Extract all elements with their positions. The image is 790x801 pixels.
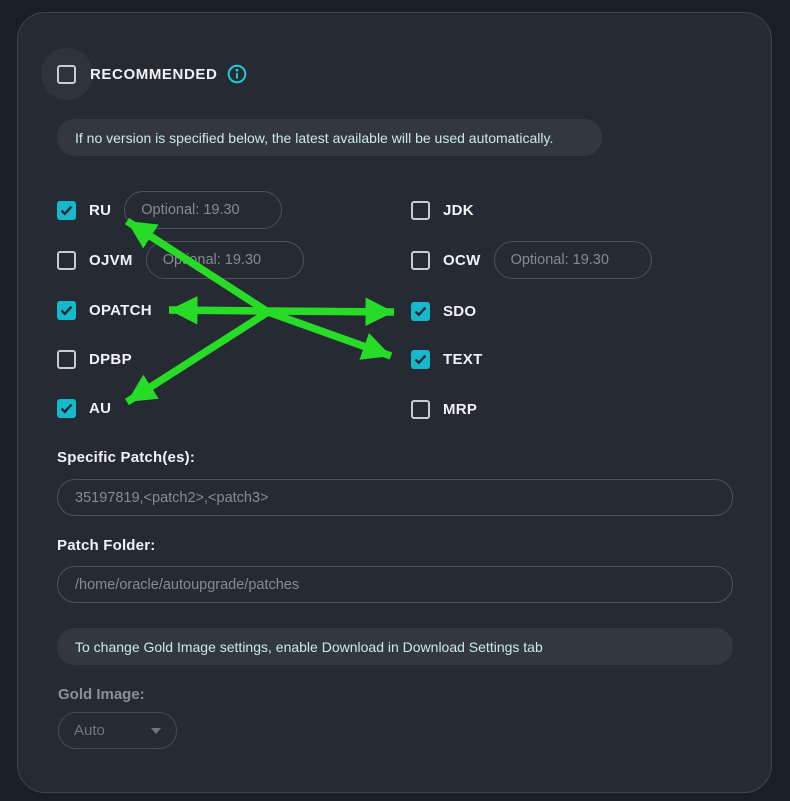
mrp-checkbox[interactable] [411, 399, 430, 419]
recommended-checkbox-halo [41, 48, 93, 100]
gold-image-dropdown[interactable]: Auto [58, 712, 177, 749]
mrp-label: MRP [443, 400, 478, 418]
chevron-down-icon [151, 727, 161, 734]
version-info-banner: If no version is specified below, the la… [57, 119, 602, 156]
ru-label: RU [89, 201, 112, 219]
checkmark-icon [60, 403, 73, 413]
ru-version-input[interactable] [124, 191, 283, 229]
ocw-version-input[interactable] [493, 241, 652, 279]
specific-patches-label: Specific Patch(es): [57, 449, 196, 466]
ojvm-checkbox[interactable] [57, 250, 76, 270]
dpbp-checkbox[interactable] [57, 349, 76, 369]
gold-image-label: Gold Image: [58, 686, 145, 703]
patch-folder-label: Patch Folder: [57, 537, 156, 554]
specific-patches-input[interactable] [57, 479, 733, 516]
option-dpbp: DPBP [57, 340, 132, 378]
option-ojvm: OJVM [57, 241, 304, 279]
sdo-label: SDO [443, 302, 477, 320]
checkmark-icon [414, 354, 427, 364]
option-au: AU [57, 389, 111, 427]
text-label: TEXT [443, 350, 483, 368]
ru-checkbox[interactable] [57, 200, 76, 220]
option-ocw: OCW [411, 241, 652, 279]
patch-folder-input[interactable] [57, 566, 733, 603]
jdk-checkbox[interactable] [411, 200, 430, 220]
option-ru: RU [57, 191, 283, 229]
checkmark-icon [60, 305, 73, 315]
ocw-label: OCW [443, 251, 481, 269]
option-sdo: SDO [411, 292, 476, 330]
sdo-checkbox[interactable] [411, 301, 430, 321]
opatch-checkbox[interactable] [57, 300, 76, 320]
ocw-checkbox[interactable] [411, 250, 430, 270]
au-checkbox[interactable] [57, 398, 76, 418]
ojvm-version-input[interactable] [145, 241, 304, 279]
ojvm-label: OJVM [89, 251, 133, 269]
jdk-label: JDK [443, 201, 474, 219]
text-checkbox[interactable] [411, 349, 430, 369]
opatch-label: OPATCH [89, 301, 152, 319]
gold-image-value: Auto [74, 722, 105, 739]
option-mrp: MRP [411, 390, 477, 428]
recommended-checkbox[interactable] [57, 65, 76, 84]
option-opatch: OPATCH [57, 291, 152, 329]
au-label: AU [89, 399, 112, 417]
option-text: TEXT [411, 340, 483, 378]
checkmark-icon [60, 205, 73, 215]
checkmark-icon [414, 306, 427, 316]
recommended-label: RECOMMENDED [90, 66, 218, 83]
dpbp-label: DPBP [89, 350, 132, 368]
option-jdk: JDK [411, 191, 474, 229]
info-icon[interactable] [227, 64, 247, 84]
gold-image-info-banner: To change Gold Image settings, enable Do… [57, 628, 733, 665]
